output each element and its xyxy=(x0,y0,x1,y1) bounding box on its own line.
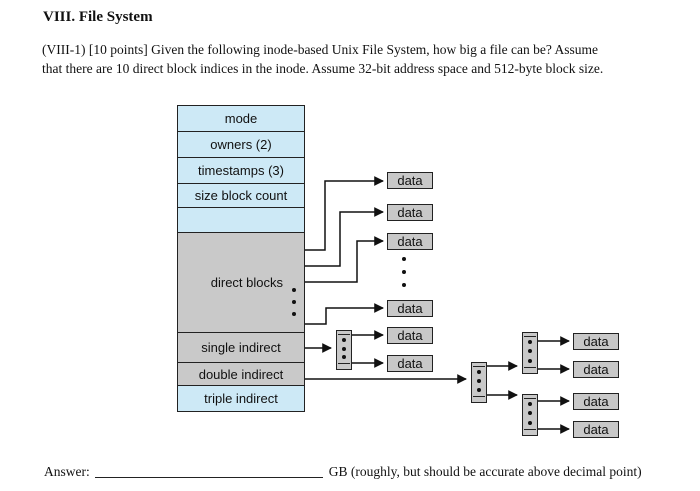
inode-field-size-block-count: size block count xyxy=(178,184,304,208)
data-box: data xyxy=(573,421,619,438)
answer-suffix: GB (roughly, but should be accurate abov… xyxy=(328,464,642,479)
arrow-direct-2 xyxy=(285,207,384,267)
single-indirect-index-block xyxy=(336,330,352,370)
answer-label: Answer: xyxy=(44,464,90,479)
data-box: data xyxy=(387,204,433,221)
section-heading: VIII. File System xyxy=(43,9,153,25)
data-box: data xyxy=(573,333,619,350)
answer-row: Answer: GB (roughly, but should be accura… xyxy=(44,464,642,480)
direct-blocks-label: direct blocks xyxy=(210,275,283,290)
ellipsis-dot xyxy=(402,283,406,287)
inode-field-single-indirect: single indirect xyxy=(178,333,304,363)
data-box: data xyxy=(387,172,433,189)
ellipsis-dot xyxy=(402,270,406,274)
inode-field-blank xyxy=(178,208,304,233)
inode-field-triple-indirect: triple indirect xyxy=(178,386,304,411)
arrow-direct-3 xyxy=(284,236,384,283)
ellipsis-dot xyxy=(292,300,296,304)
inode-field-owners: owners (2) xyxy=(178,132,304,158)
question-line-1: (VIII-1) [10 points] Given the following… xyxy=(42,42,599,57)
inode-field-direct-blocks: direct blocks xyxy=(178,233,304,333)
ellipsis-dot xyxy=(402,257,406,261)
ellipsis-dot xyxy=(292,288,296,292)
data-box: data xyxy=(387,233,433,250)
question-text: (VIII-1) [10 points] Given the following… xyxy=(42,40,603,78)
answer-blank-line[interactable] xyxy=(94,465,323,478)
data-box: data xyxy=(573,393,619,410)
data-box: data xyxy=(573,361,619,378)
question-line-2: that there are 10 direct block indices i… xyxy=(42,61,604,76)
inode-field-mode: mode xyxy=(178,106,304,132)
inode-table: mode owners (2) timestamps (3) size bloc… xyxy=(177,105,305,412)
inode-field-double-indirect: double indirect xyxy=(178,363,304,386)
ellipsis-dot xyxy=(292,312,296,316)
arrow-direct-1 xyxy=(285,176,384,251)
double-indirect-level2-block-b xyxy=(522,394,538,436)
inode-field-timestamps: timestamps (3) xyxy=(178,158,304,184)
double-indirect-level1-block xyxy=(471,362,487,403)
data-box: data xyxy=(387,300,433,317)
data-box: data xyxy=(387,355,433,372)
arrow-direct-4 xyxy=(286,303,384,325)
double-indirect-level2-block-a xyxy=(522,332,538,374)
data-box: data xyxy=(387,327,433,344)
